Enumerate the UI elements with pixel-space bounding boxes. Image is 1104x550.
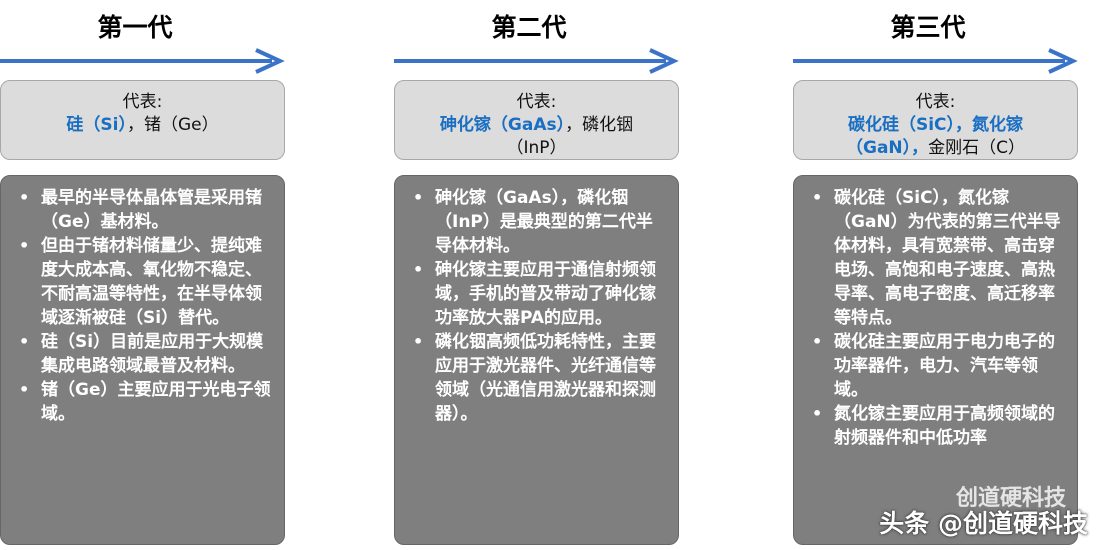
detail-box: 砷化镓（GaAs），磷化铟（InP）是最典型的第二代半导体材料。 砷化镓主要应用… xyxy=(394,175,679,545)
timeline-arrow-icon xyxy=(793,48,1078,74)
generation-column-1: 第一代 代表: 硅（Si），锗（Ge） 最早的半导体晶体管是采用锗（Ge）基材料… xyxy=(0,0,290,550)
representative-box: 代表: 硅（Si），锗（Ge） xyxy=(0,80,285,160)
generation-column-3: 第三代 代表: 碳化硅（SiC），氮化镓 （GaN），金刚石（C） 碳化硅（Si… xyxy=(793,0,1083,550)
representative-line-1: 硅（Si），锗（Ge） xyxy=(66,115,218,135)
detail-box: 最早的半导体晶体管是采用锗（Ge）基材料。 但由于锗材料储量少、提纯难度大成本高… xyxy=(0,175,285,545)
representative-highlight: （GaN）， xyxy=(845,138,929,158)
timeline-arrow-icon xyxy=(0,48,285,74)
representative-highlight: 碳化硅（SiC），氮化镓 xyxy=(847,115,1024,135)
detail-item: 但由于锗材料储量少、提纯难度大成本高、氧化物不稳定、不耐高温等特性，在半导体领域… xyxy=(15,234,274,330)
representative-rest: ，磷化铟 xyxy=(565,115,634,135)
representative-line-2: （InP） xyxy=(395,137,678,160)
watermark: 头条 @创道硬科技 xyxy=(879,509,1088,538)
representative-line-2: （GaN），金刚石（C） xyxy=(794,137,1077,160)
detail-item: 碳化硅（SiC），氮化镓（GaN）为代表的第三代半导体材料，具有宽禁带、高击穿电… xyxy=(808,186,1067,330)
representative-label: 代表: xyxy=(122,92,163,112)
generation-column-2: 第二代 代表: 砷化镓（GaAs），磷化铟 （InP） 砷化镓（GaAs），磷化… xyxy=(394,0,684,550)
detail-list: 碳化硅（SiC），氮化镓（GaN）为代表的第三代半导体材料，具有宽禁带、高击穿电… xyxy=(808,186,1067,450)
generation-title: 第三代 xyxy=(890,13,966,42)
detail-item: 锗（Ge）主要应用于光电子领域。 xyxy=(15,378,274,426)
generation-title: 第二代 xyxy=(491,13,567,42)
generation-title: 第一代 xyxy=(97,13,173,42)
representative-rest: （InP） xyxy=(506,138,567,158)
timeline-arrow-icon xyxy=(394,48,679,74)
representative-rest: ，锗（Ge） xyxy=(126,115,219,135)
representative-rest: 金刚石（C） xyxy=(928,138,1026,158)
detail-box: 碳化硅（SiC），氮化镓（GaN）为代表的第三代半导体材料，具有宽禁带、高击穿电… xyxy=(793,175,1078,545)
representative-line-1: 砷化镓（GaAs），磷化铟 xyxy=(395,114,678,137)
detail-item: 硅（Si）目前是应用于大规模集成电路领域最普及材料。 xyxy=(15,330,274,378)
detail-item: 砷化镓主要应用于通信射频领域，手机的普及带动了砷化镓功率放大器PA的应用。 xyxy=(409,258,668,330)
detail-item: 砷化镓（GaAs），磷化铟（InP）是最典型的第二代半导体材料。 xyxy=(409,186,668,258)
representative-line-1: 碳化硅（SiC），氮化镓 xyxy=(794,114,1077,137)
representative-label: 代表: xyxy=(915,92,956,112)
representative-label: 代表: xyxy=(516,92,557,112)
representative-box: 代表: 碳化硅（SiC），氮化镓 （GaN），金刚石（C） xyxy=(793,80,1078,160)
detail-item: 碳化硅主要应用于电力电子的功率器件，电力、汽车等领域。 xyxy=(808,330,1067,402)
detail-item: 最早的半导体晶体管是采用锗（Ge）基材料。 xyxy=(15,186,274,234)
detail-list: 最早的半导体晶体管是采用锗（Ge）基材料。 但由于锗材料储量少、提纯难度大成本高… xyxy=(15,186,274,426)
detail-list: 砷化镓（GaAs），磷化铟（InP）是最典型的第二代半导体材料。 砷化镓主要应用… xyxy=(409,186,668,426)
detail-item: 磷化铟高频低功耗特性，主要应用于激光器件、光纤通信等领域（光通信用激光器和探测器… xyxy=(409,330,668,426)
representative-box: 代表: 砷化镓（GaAs），磷化铟 （InP） xyxy=(394,80,679,160)
watermark-secondary: 创道硬科技 xyxy=(955,486,1066,511)
detail-item: 氮化镓主要应用于高频领域的射频器件和中低功率 xyxy=(808,402,1067,450)
representative-highlight: 硅（Si） xyxy=(66,115,127,135)
representative-highlight: 砷化镓（GaAs） xyxy=(439,115,566,135)
